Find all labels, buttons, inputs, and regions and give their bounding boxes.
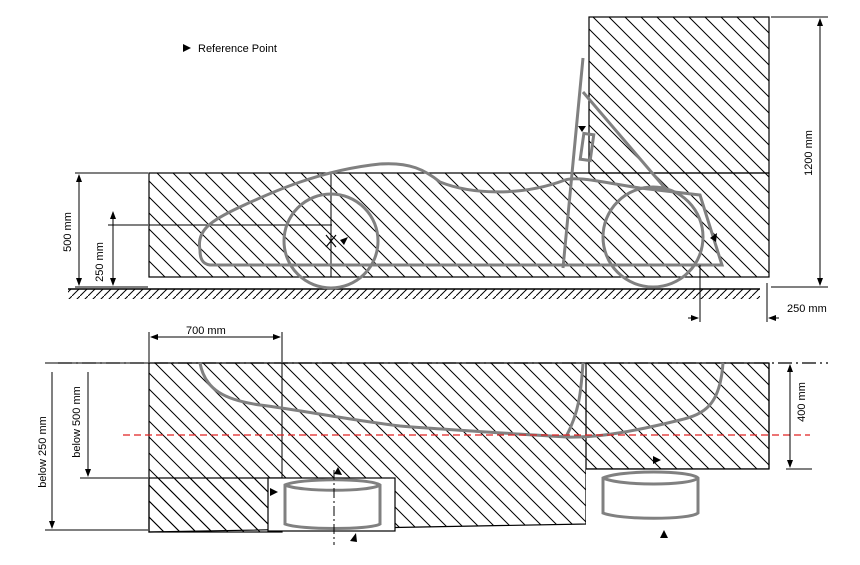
- top-dimension-lines: [45, 332, 812, 531]
- dim-250-label: 250 mm: [94, 242, 106, 282]
- top-view: 700 mm below 250 mm below 500 mm 400 mm: [37, 325, 828, 545]
- crosshair-icon: [325, 234, 337, 248]
- reference-point-icon: [710, 233, 717, 242]
- legend-label: Reference Point: [198, 43, 277, 55]
- front-lower-zone: [148, 477, 283, 533]
- rear-tall-zone: [588, 16, 770, 174]
- car-side-outline: [197, 57, 725, 290]
- reference-point-icon: [334, 467, 342, 475]
- dim-1200-label: 1200 mm: [803, 130, 815, 176]
- reference-point-icon: [660, 530, 668, 538]
- dim-500-label: 500 mm: [62, 212, 74, 252]
- triangle-marker-icon: [183, 44, 191, 52]
- dim-400-label: 400 mm: [796, 382, 808, 422]
- legend: Reference Point: [183, 43, 277, 55]
- reference-point-icon: [578, 126, 586, 132]
- reference-point-icon: [270, 488, 278, 496]
- dim-below-500-label: below 500 mm: [71, 386, 83, 458]
- dim-700-label: 700 mm: [186, 325, 226, 337]
- ground-hatch: [68, 289, 760, 299]
- car-top-outline: [198, 362, 725, 530]
- reference-point-icon: [350, 533, 357, 542]
- dimension-lines: [75, 16, 828, 322]
- dim-250-rear-label: 250 mm: [787, 303, 827, 315]
- reference-point-icon: [340, 237, 348, 245]
- reference-point-icon: [653, 456, 661, 464]
- dim-below-250-label: below 250 mm: [37, 416, 49, 488]
- side-view: 500 mm 250 mm 1200 mm 250 mm: [62, 16, 828, 322]
